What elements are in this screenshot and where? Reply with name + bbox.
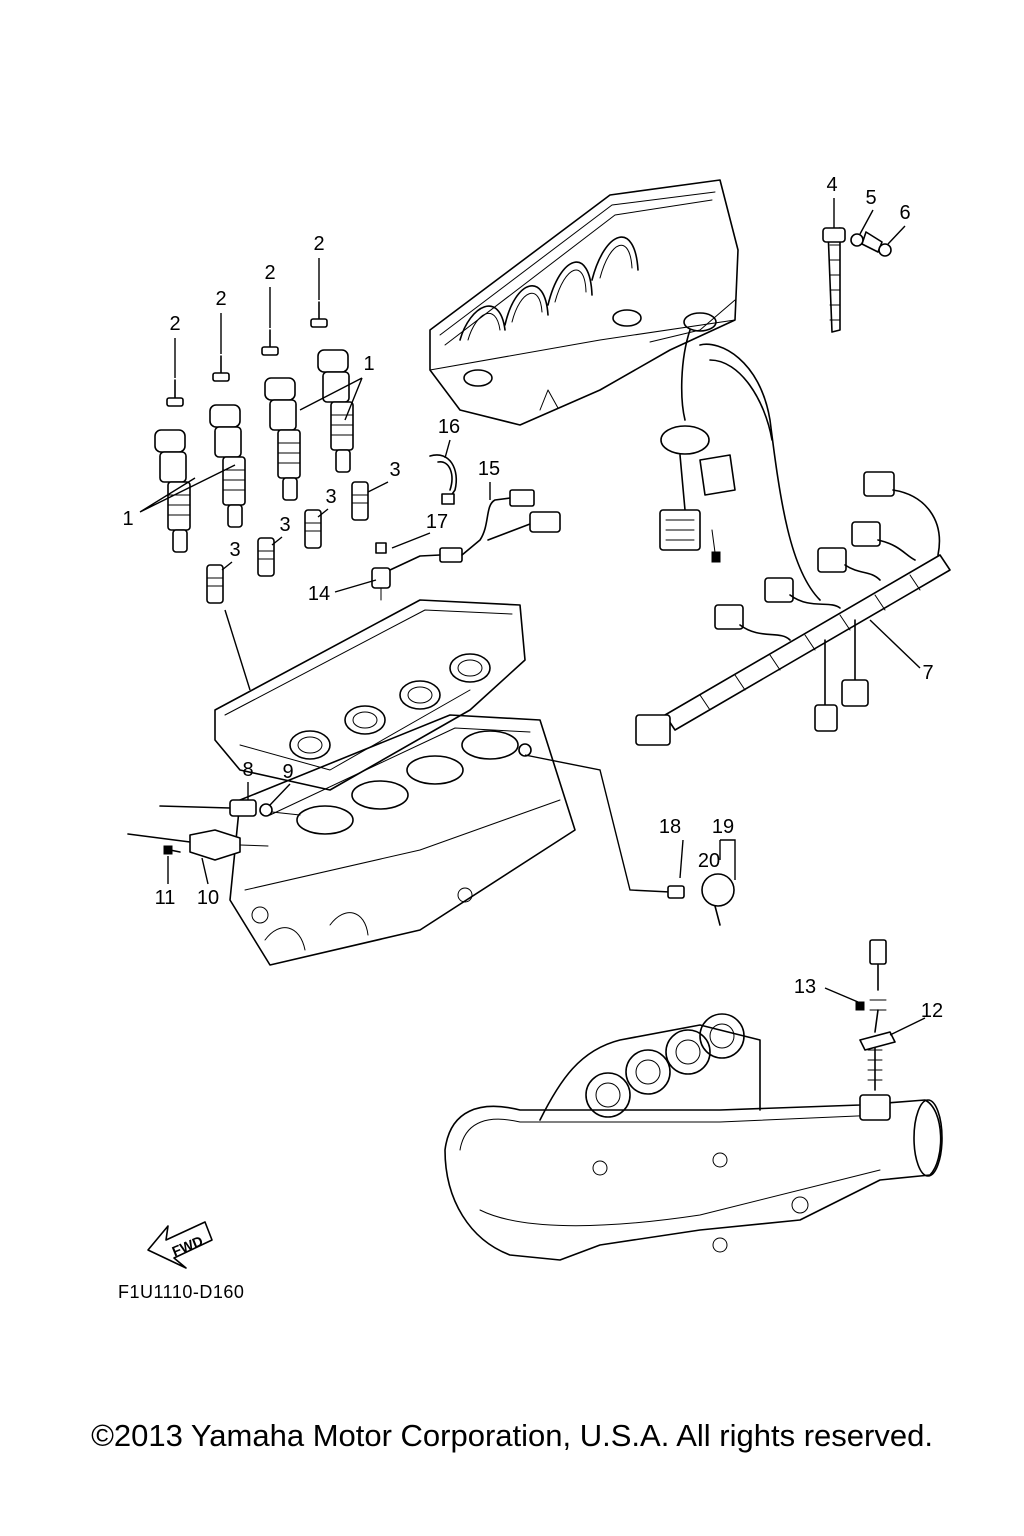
callout-c1b: 1 (122, 508, 133, 530)
sensor-14-17 (371, 542, 463, 601)
callout-c3b: 3 (279, 514, 290, 536)
callout-c3d: 3 (389, 459, 400, 481)
exhaust-manifold-drawing (444, 939, 943, 1261)
callout-c2d: 2 (313, 233, 324, 255)
cylinder-head-drawing (214, 599, 576, 966)
spark-plugs (206, 481, 369, 691)
callout-c8: 8 (242, 759, 253, 781)
wire-harness-7 (635, 329, 951, 746)
callout-c14: 14 (308, 583, 330, 605)
sensor-10-11 (127, 829, 269, 861)
callout-c4: 4 (826, 174, 837, 196)
callout-c2a: 2 (169, 313, 180, 335)
callout-c3c: 3 (325, 486, 336, 508)
strap-4-5-6 (822, 227, 892, 333)
callout-c7: 7 (922, 662, 933, 684)
coil-bolts (166, 301, 328, 407)
drawing-code: F1U1110-D160 (118, 1282, 245, 1302)
callout-c5: 5 (865, 187, 876, 209)
callout-c2b: 2 (215, 288, 226, 310)
callout-c3a: 3 (229, 539, 240, 561)
callout-c18: 18 (659, 816, 681, 838)
callout-leaders (139, 198, 906, 885)
callout-c11: 11 (155, 887, 176, 909)
copyright-notice: ©2013 Yamaha Motor Corporation, U.S.A. A… (91, 1418, 933, 1453)
exploded-parts-diagram: FWD 112222333345678910111213141516171819… (122, 174, 951, 1269)
callout-c2c: 2 (264, 262, 275, 284)
callout-c15: 15 (478, 458, 500, 480)
callout-c17: 17 (426, 511, 448, 533)
ignition-coils (154, 349, 354, 553)
callout-c20: 20 (698, 850, 720, 872)
callout-c16: 16 (438, 416, 460, 438)
sensor-8-9 (159, 799, 301, 817)
callout-c19: 19 (712, 816, 734, 838)
callout-c9: 9 (282, 761, 293, 783)
sensor-18-19-20 (524, 754, 736, 926)
fwd-arrow: FWD (147, 1221, 213, 1269)
harness-15-16 (429, 454, 561, 556)
callout-c12: 12 (921, 1000, 943, 1022)
intake-manifold-drawing (429, 179, 739, 426)
callout-c6: 6 (899, 202, 910, 224)
callout-c10: 10 (197, 887, 219, 909)
callout-c13: 13 (794, 976, 816, 998)
callout-c1a: 1 (363, 353, 374, 375)
